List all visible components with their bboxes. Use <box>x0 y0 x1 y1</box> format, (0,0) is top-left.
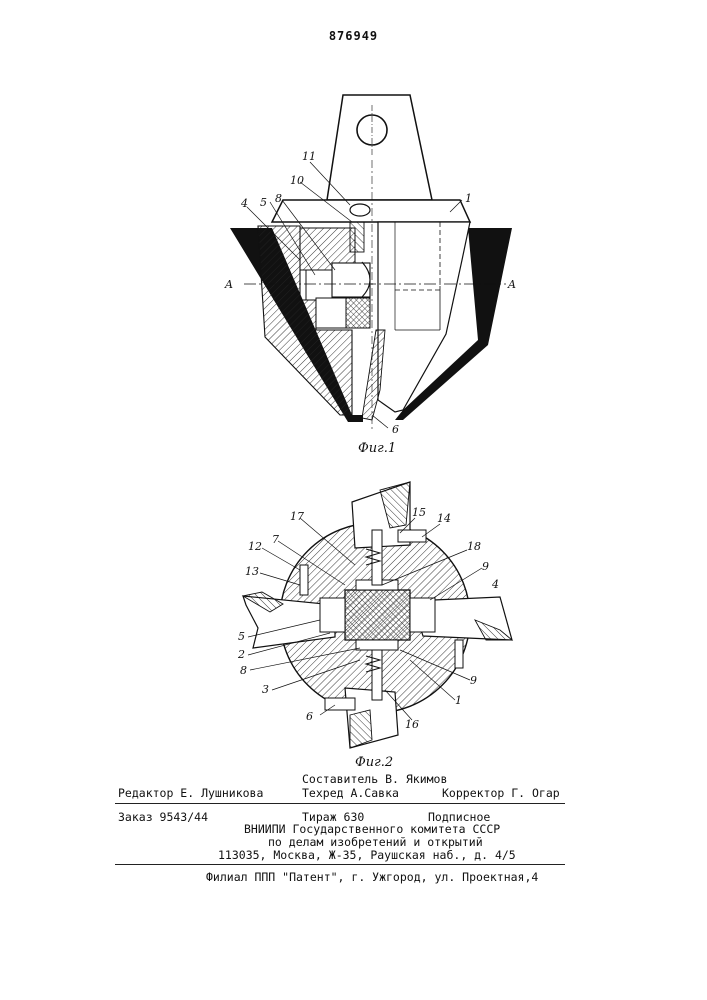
address: 113035, Москва, Ж-35, Раушская наб., д. … <box>218 848 516 862</box>
divider-1 <box>115 803 565 804</box>
compiler: Составитель В. Якимов <box>302 772 447 786</box>
corrector: Корректор Г. Огар <box>442 786 560 800</box>
org-line-2: по делам изобретений и открытий <box>268 835 483 849</box>
techred: Техред А.Савка <box>302 786 399 800</box>
org-line-1: ВНИИПИ Государственного комитета СССР <box>244 822 500 836</box>
divider-2 <box>115 864 565 865</box>
editor: Редактор Е. Лушникова <box>118 786 263 800</box>
branch: Филиал ППП "Патент", г. Ужгород, ул. Про… <box>206 870 538 884</box>
order: Заказ 9543/44 <box>118 810 208 824</box>
